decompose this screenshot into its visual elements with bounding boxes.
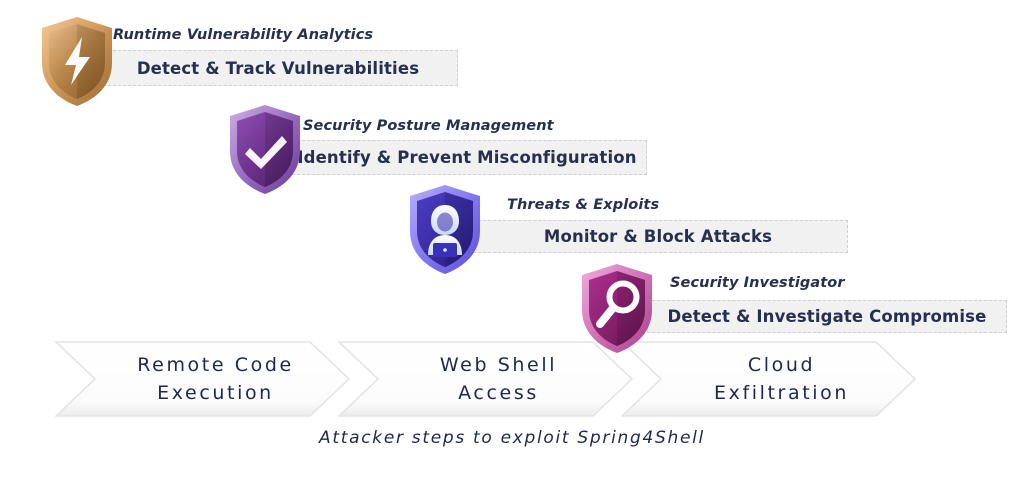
capability-title: Runtime Vulnerability Analytics xyxy=(113,27,374,43)
capability-action-label: Detect & Track Vulnerabilities xyxy=(136,58,420,78)
diagram-caption: Attacker steps to exploit Spring4Shell xyxy=(319,428,705,448)
capability-title: Threats & Exploits xyxy=(507,197,660,213)
capability-action-box: Detect & Track Vulnerabilities xyxy=(98,50,458,86)
capability-title: Security Posture Management xyxy=(303,118,554,134)
attack-step-chevron: Cloud Exfiltration xyxy=(621,341,916,417)
capability-action-box: Monitor & Block Attacks xyxy=(468,220,848,253)
capability-action-label: Monitor & Block Attacks xyxy=(543,227,773,246)
shield-magnifier-icon xyxy=(578,262,656,355)
shield-hacker-icon xyxy=(406,183,484,276)
capability-title: Security Investigator xyxy=(670,275,845,291)
shield-check-icon xyxy=(226,103,304,196)
shield-lightning-icon xyxy=(38,15,116,108)
attack-step-chevron: Remote Code Execution xyxy=(55,341,350,417)
capability-action-box: Detect & Investigate Compromise xyxy=(647,300,1007,333)
capability-action-label: Detect & Investigate Compromise xyxy=(667,307,987,326)
capability-action-label: Identify & Prevent Misconfiguration xyxy=(297,148,637,167)
capability-action-box: Identify & Prevent Misconfiguration xyxy=(287,140,647,175)
